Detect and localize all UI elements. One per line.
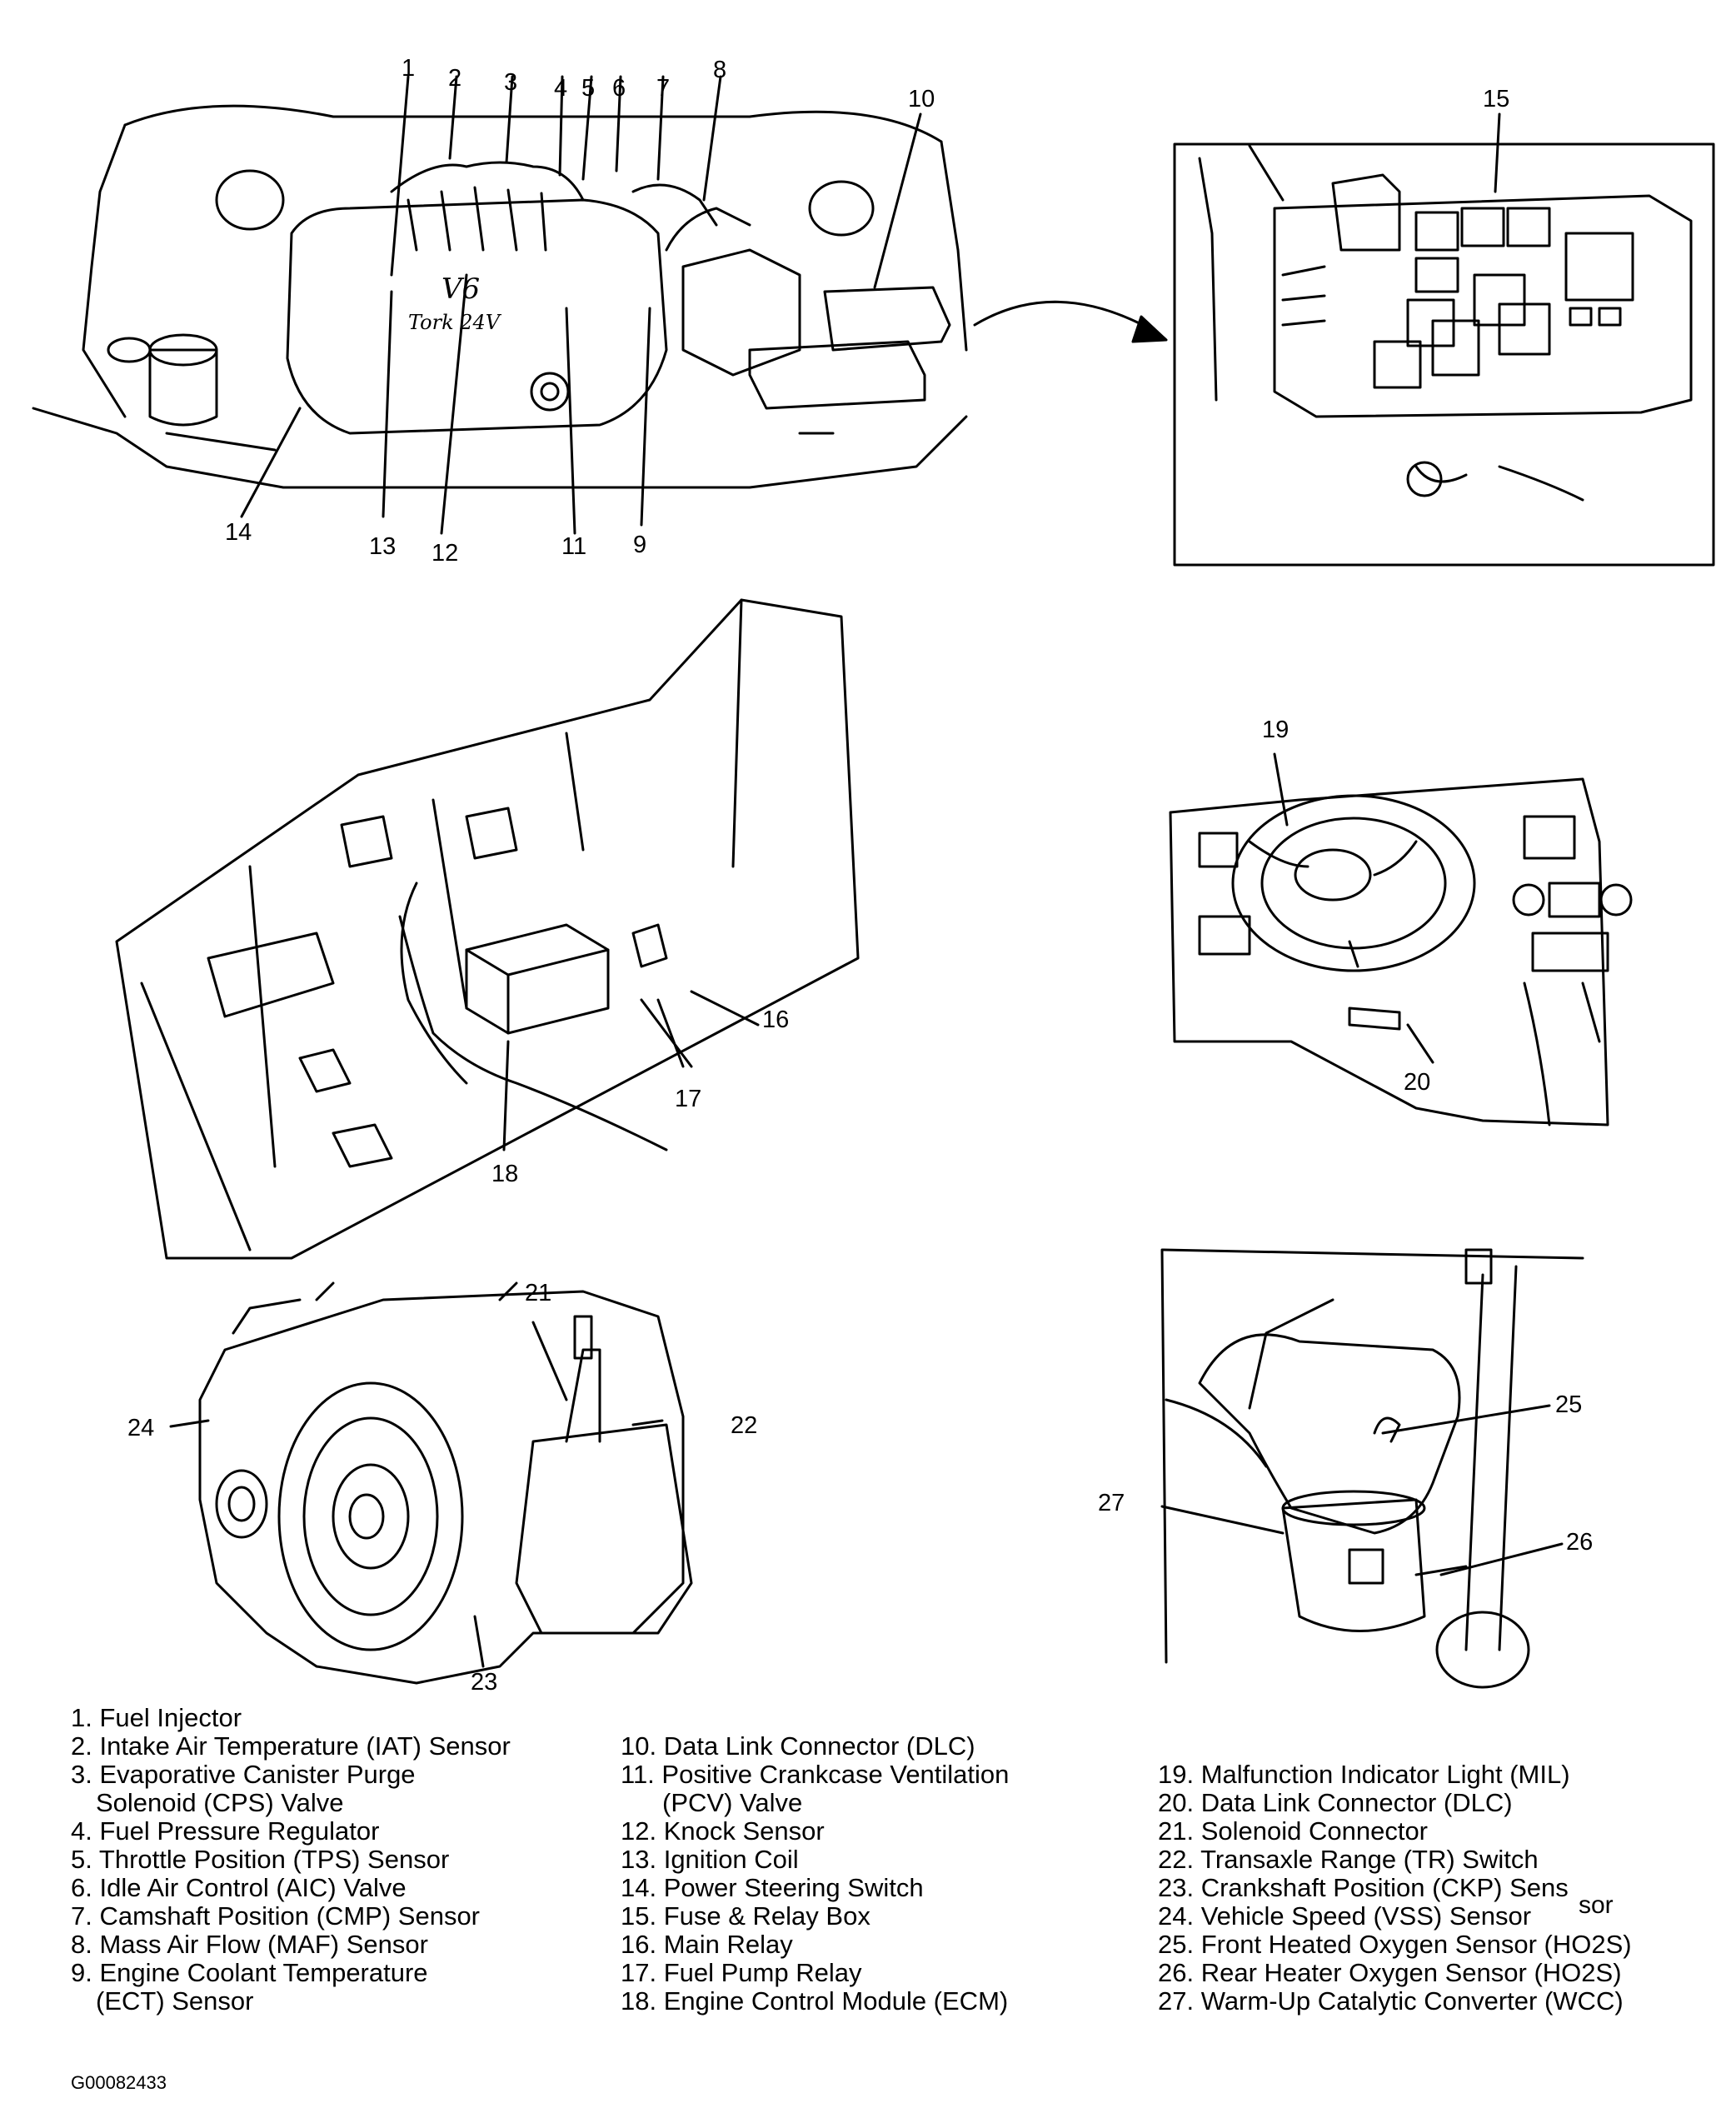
- callout-24: 24: [127, 1415, 155, 1441]
- callout-4: 4: [554, 75, 568, 102]
- legend-item-11-cont: (PCV) Valve: [662, 1788, 803, 1817]
- callout-26: 26: [1566, 1529, 1594, 1556]
- legend-item-15: 15. Fuse & Relay Box: [621, 1901, 870, 1931]
- legend-overflow-text: sor: [1579, 1891, 1614, 1919]
- engine-cover: [286, 198, 668, 435]
- callout-23: 23: [471, 1669, 498, 1696]
- legend-item-27: 27. Warm-Up Catalytic Converter (WCC): [1158, 1986, 1624, 2016]
- dashboard-view: [1169, 752, 1633, 1126]
- legend-item-25: 25. Front Heated Oxygen Sensor (HO2S): [1158, 1930, 1632, 1959]
- legend-item-12: 12. Knock Sensor: [621, 1816, 825, 1846]
- callout-19: 19: [1262, 717, 1290, 743]
- engine-cover-tork-text: Tork 24V: [408, 311, 501, 334]
- callout-13: 13: [369, 533, 397, 560]
- legend-item-10: 10. Data Link Connector (DLC): [621, 1731, 975, 1761]
- callout-5: 5: [581, 75, 596, 102]
- callout-16: 16: [762, 1007, 790, 1033]
- callout-7: 7: [656, 75, 671, 102]
- legend-item-21: 21. Solenoid Connector: [1158, 1816, 1429, 1846]
- legend-item-13: 13. Ignition Coil: [621, 1845, 799, 1874]
- callout-1: 1: [402, 55, 416, 82]
- callout-22: 22: [731, 1412, 758, 1439]
- legend-item-1: 1. Fuel Injector: [71, 1703, 242, 1732]
- firewall-view: [115, 598, 860, 1260]
- legend-item-6: 6. Idle Air Control (AIC) Valve: [71, 1873, 407, 1902]
- callout-17: 17: [675, 1086, 702, 1112]
- catalytic-converter: [1281, 1498, 1426, 1632]
- callout-14: 14: [225, 519, 252, 546]
- legend-item-19: 19. Malfunction Indicator Light (MIL): [1158, 1760, 1570, 1789]
- legend-item-22: 22. Transaxle Range (TR) Switch: [1158, 1845, 1539, 1874]
- callout-12: 12: [432, 540, 459, 567]
- steering-wheel: [1231, 794, 1476, 972]
- callout-11: 11: [561, 533, 587, 560]
- callout-20: 20: [1404, 1069, 1431, 1096]
- callout-3: 3: [504, 69, 518, 96]
- callout-15: 15: [1483, 86, 1510, 112]
- engine-bay-view: [32, 75, 1168, 535]
- legend-item-11: 11. Positive Crankcase Ventilation: [621, 1760, 1010, 1789]
- air-filter-box: [681, 248, 801, 377]
- legend-item-24: 24. Vehicle Speed (VSS) Sensor: [1158, 1901, 1532, 1931]
- legend-item-3-cont: Solenoid (CPS) Valve: [96, 1788, 344, 1817]
- legend-item-18: 18. Engine Control Module (ECM): [621, 1986, 1009, 2016]
- torque-converter: [277, 1381, 464, 1651]
- legend-column-1: 1. Fuel Injector 2. Intake Air Temperatu…: [71, 1704, 511, 2016]
- legend-item-9-cont: (ECT) Sensor: [96, 1986, 254, 2016]
- callout-8: 8: [713, 57, 727, 83]
- legend-item-14: 14. Power Steering Switch: [621, 1873, 924, 1902]
- legend-column-3: 19. Malfunction Indicator Light (MIL) 20…: [1158, 1761, 1632, 2016]
- legend-item-17: 17. Fuel Pump Relay: [621, 1958, 862, 1987]
- legend-item-26: 26. Rear Heater Oxygen Sensor (HO2S): [1158, 1958, 1622, 1987]
- legend-item-20: 20. Data Link Connector (DLC): [1158, 1788, 1513, 1817]
- callout-10: 10: [908, 86, 935, 112]
- callout-18: 18: [491, 1161, 519, 1187]
- battery: [748, 340, 926, 410]
- engine-cover-v6-text: V6: [441, 272, 481, 306]
- legend-column-2: 10. Data Link Connector (DLC) 11. Positi…: [621, 1732, 1009, 2016]
- callout-9: 9: [633, 532, 647, 558]
- exhaust-view: [1160, 1248, 1584, 1689]
- ecm-module: [465, 923, 610, 1035]
- legend-item-5: 5. Throttle Position (TPS) Sensor: [71, 1845, 450, 1874]
- legend-item-7: 7. Camshaft Position (CMP) Sensor: [71, 1901, 481, 1931]
- legend-item-23: 23. Crankshaft Position (CKP) Sens: [1158, 1873, 1569, 1902]
- fuse-relay-box-view: [1173, 112, 1715, 567]
- figure-id: G00082433: [71, 2072, 167, 2093]
- callout-6: 6: [612, 75, 626, 102]
- legend-item-4: 4. Fuel Pressure Regulator: [71, 1816, 380, 1846]
- callout-25: 25: [1555, 1391, 1583, 1418]
- legend-item-2: 2. Intake Air Temperature (IAT) Sensor: [71, 1731, 511, 1761]
- legend-item-3: 3. Evaporative Canister Purge: [71, 1760, 416, 1789]
- legend-item-16: 16. Main Relay: [621, 1930, 793, 1959]
- legend-item-9: 9. Engine Coolant Temperature: [71, 1958, 428, 1987]
- callout-27: 27: [1098, 1490, 1125, 1516]
- callout-21: 21: [525, 1280, 552, 1306]
- transaxle-view: [169, 1281, 693, 1685]
- legend-item-8: 8. Mass Air Flow (MAF) Sensor: [71, 1930, 428, 1959]
- callout-2: 2: [448, 65, 462, 92]
